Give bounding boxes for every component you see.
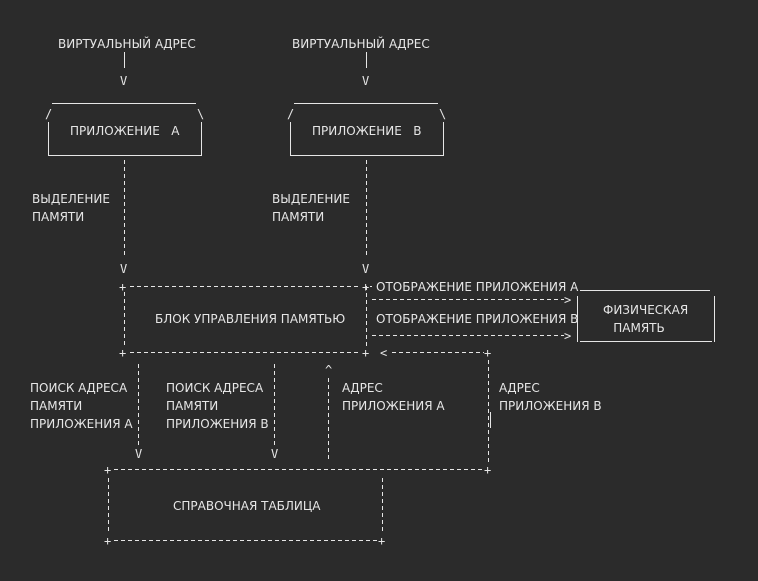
mapping-label-a: ОТОБРАЖЕНИЕ ПРИЛОЖЕНИЯ А	[376, 280, 579, 294]
box-corner-icon: +	[484, 463, 492, 477]
box-corner-icon: +	[104, 463, 112, 477]
down-arrow-icon: V	[135, 447, 143, 461]
address-label-b: АДРЕС ПРИЛОЖЕНИЯ В	[499, 381, 602, 413]
box-corner-icon: +	[119, 346, 127, 360]
box-corner-icon: \	[197, 107, 205, 121]
box-corner-icon: +	[362, 346, 370, 360]
lookup-label-b: ПОИСК АДРЕСА ПАМЯТИ ПРИЛОЖЕНИЯ В	[166, 381, 269, 431]
down-arrow-icon: V	[362, 262, 370, 276]
application-b-title: ПРИЛОЖЕНИЕ В	[312, 124, 422, 138]
box-corner-icon: \	[439, 107, 447, 121]
virtual-address-label-b: ВИРТУАЛЬНЫЙ АДРЕС	[292, 37, 430, 51]
box-corner-icon: +	[484, 346, 492, 360]
lookup-label-a: ПОИСК АДРЕСА ПАМЯТИ ПРИЛОЖЕНИЯ А	[30, 381, 133, 431]
memory-allocation-label-b: ВЫДЕЛЕНИЕ ПАМЯТИ	[272, 192, 350, 224]
up-arrow-icon: ^	[325, 363, 333, 377]
down-arrow-icon: V	[120, 262, 128, 276]
box-corner-icon: +	[362, 280, 370, 294]
virtual-address-label-a: ВИРТУАЛЬНЫЙ АДРЕС	[58, 37, 196, 51]
box-corner-icon: +	[378, 534, 386, 548]
box-corner-icon: +	[104, 534, 112, 548]
box-corner-icon: +	[119, 280, 127, 294]
down-arrow-icon: V	[120, 74, 128, 88]
right-arrow-icon: >	[564, 329, 572, 343]
down-arrow-icon: V	[362, 74, 370, 88]
memory-allocation-label-a: ВЫДЕЛЕНИЕ ПАМЯТИ	[32, 192, 110, 224]
application-a-title: ПРИЛОЖЕНИЕ А	[70, 124, 180, 138]
left-arrow-icon: <	[380, 346, 388, 360]
box-corner-icon: /	[45, 107, 53, 121]
lookup-table-label: СПРАВОЧНАЯ ТАБЛИЦА	[173, 499, 321, 513]
down-arrow-icon: V	[271, 447, 279, 461]
mapping-label-b: ОТОБРАЖЕНИЕ ПРИЛОЖЕНИЯ В	[376, 312, 579, 326]
memory-management-unit-label: БЛОК УПРАВЛЕНИЯ ПАМЯТЬЮ	[155, 312, 346, 326]
address-label-a: АДРЕС ПРИЛОЖЕНИЯ А	[342, 381, 445, 413]
box-corner-icon: /	[287, 107, 295, 121]
physical-memory-label: ФИЗИЧЕСКАЯ ПАМЯТЬ	[603, 303, 689, 335]
right-arrow-icon: >	[564, 293, 572, 307]
